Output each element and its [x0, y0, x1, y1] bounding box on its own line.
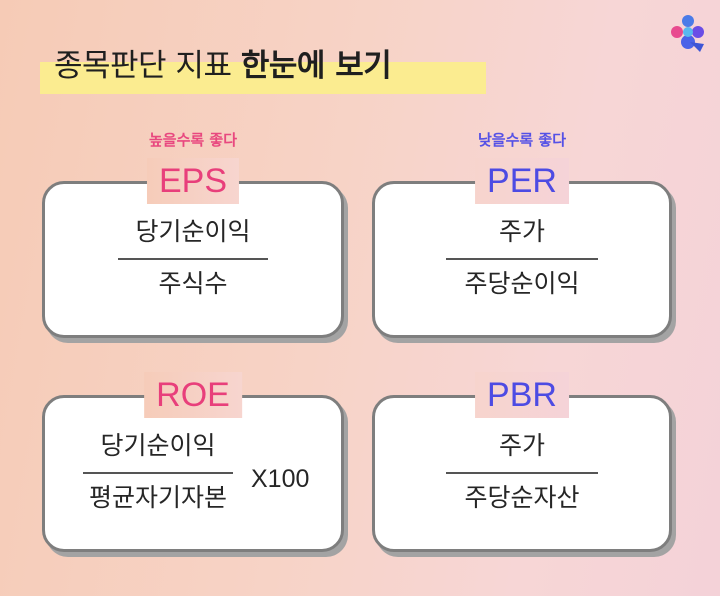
fraction-bar: [446, 258, 598, 260]
eps-numerator: 당기순이익: [135, 217, 251, 246]
per-denominator: 주당순이익: [464, 269, 580, 298]
per-title: PER: [475, 158, 569, 204]
pbr-numerator: 주가: [498, 431, 545, 460]
per-numerator: 주가: [498, 217, 545, 246]
roe-title: ROE: [144, 372, 242, 418]
roe-multiplier: X100: [251, 465, 310, 493]
brand-logo-icon: [671, 15, 704, 52]
title-highlight: [40, 62, 486, 94]
roe-numerator: 당기순이익: [100, 431, 216, 460]
pbr-formula: 주가 주당순자산: [375, 426, 669, 518]
eps-title: EPS: [146, 158, 240, 204]
eps-formula: 당기순이익 주식수: [45, 212, 341, 304]
per-card: PER 주가 주당순이익: [372, 158, 672, 338]
per-formula: 주가 주당순이익: [375, 212, 669, 304]
pbr-denominator: 주당순자산: [464, 483, 580, 512]
title-bold: 한눈에 보기: [240, 48, 392, 84]
roe-formula: 당기순이익 평균자기자본: [83, 426, 233, 518]
fraction-bar: [118, 258, 268, 260]
roe-denominator: 평균자기자본: [88, 483, 227, 512]
page-title: 종목판단 지표 한눈에 보기: [54, 42, 392, 90]
pbr-title: PBR: [475, 372, 569, 418]
pbr-card: PBR 주가 주당순자산: [372, 372, 672, 552]
caption-lower-better: 낮을수록 좋다: [477, 131, 567, 149]
title-regular: 종목판단 지표: [54, 48, 232, 84]
eps-card: EPS 당기순이익 주식수: [42, 158, 344, 338]
roe-card: ROE 당기순이익 평균자기자본 X100: [42, 372, 344, 552]
eps-denominator: 주식수: [158, 269, 228, 298]
caption-higher-better: 높을수록 좋다: [148, 131, 238, 149]
fraction-bar: [83, 472, 233, 474]
fraction-bar: [446, 472, 598, 474]
